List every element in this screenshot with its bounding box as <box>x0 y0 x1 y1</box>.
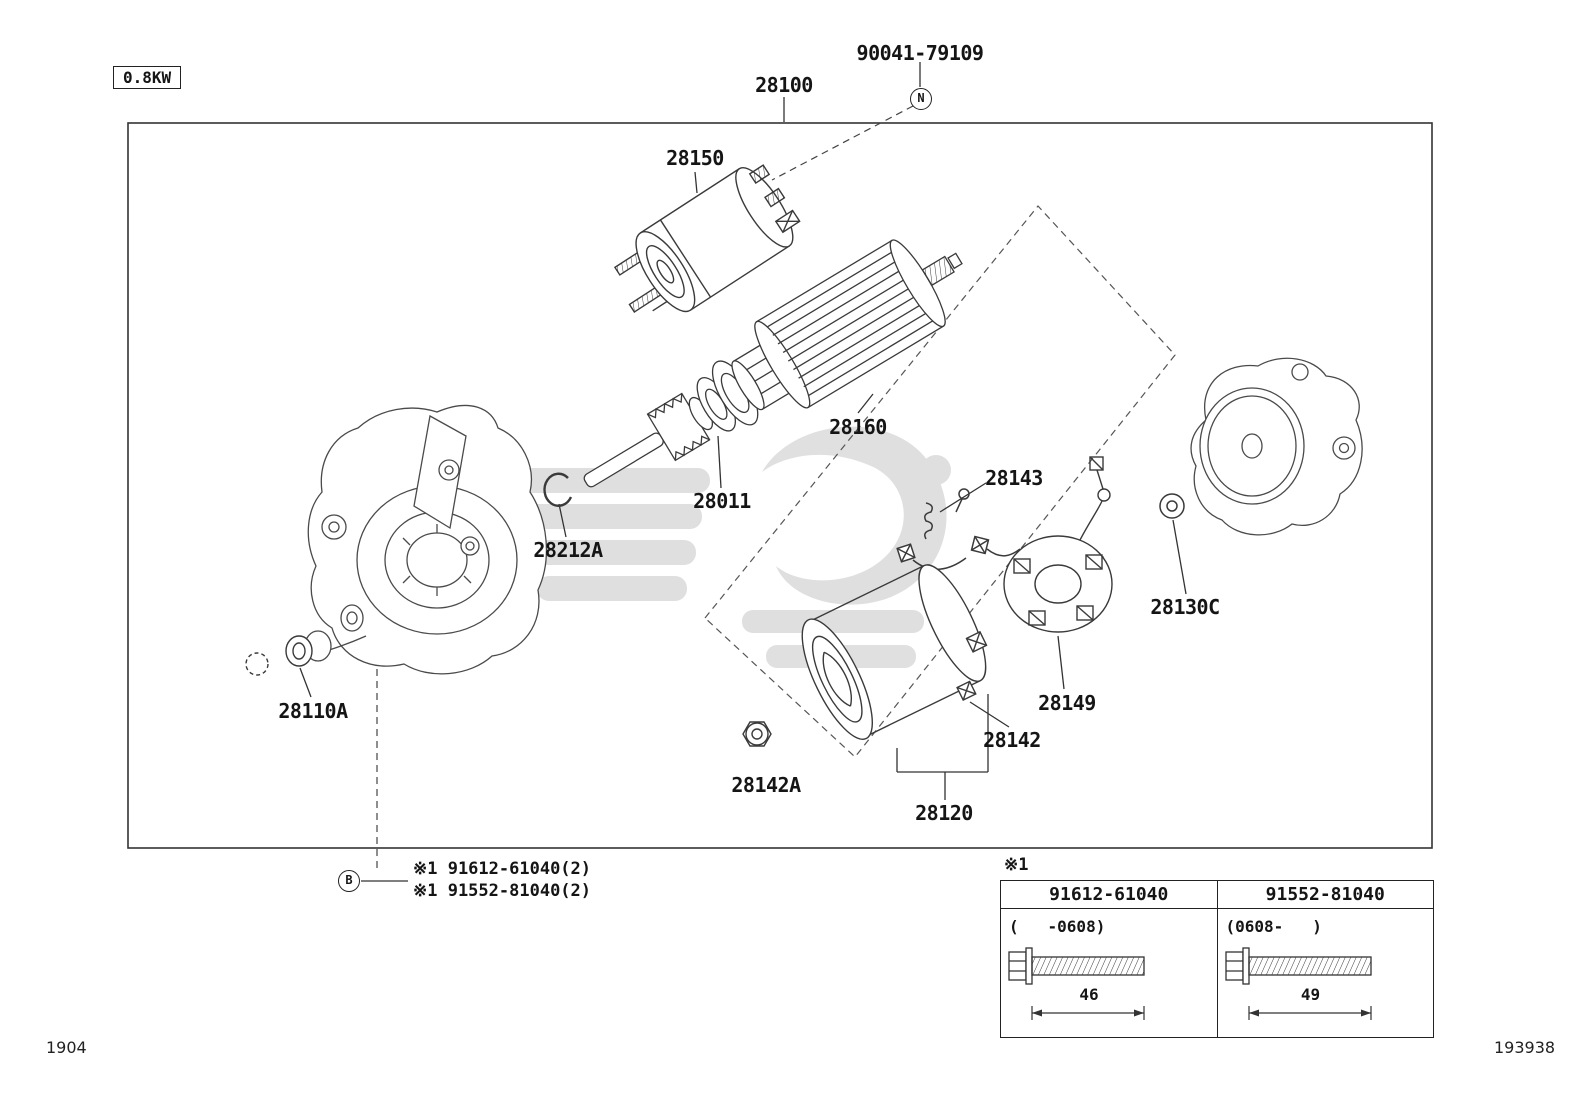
callout-28100: 28100 <box>755 73 813 97</box>
bolt-spec-table: 91612-61040 ( -0608) 46 <box>1000 880 1434 1038</box>
callout-28011: 28011 <box>693 489 751 513</box>
bolt-applicability: ( -0608) <box>1009 917 1106 936</box>
bolt-part-number: 91612-61040 <box>1001 881 1217 909</box>
solenoid-drawing <box>613 164 801 313</box>
bushing-drawing <box>245 635 313 676</box>
circled-b-marker: B <box>338 870 360 892</box>
power-rating-label: 0.8KW <box>123 68 172 87</box>
bolt-part-number: 91552-81040 <box>1217 881 1433 909</box>
power-rating-box: 0.8KW <box>113 66 182 89</box>
leader-lines <box>299 62 1187 882</box>
dashed-leader-lines <box>376 105 914 868</box>
circled-n-marker: N <box>910 88 932 110</box>
bolt-dimension-line <box>1031 1006 1145 1020</box>
dashed-subassembly-box <box>704 205 1176 758</box>
bolt-length-value: 46 <box>1079 985 1099 1004</box>
ref-note-line1: ※1 91612-61040(2) <box>413 859 592 879</box>
bolt-spec-col-2: 91552-81040 (0608- ) 49 <box>1216 881 1433 1037</box>
callout-28149: 28149 <box>1038 691 1096 715</box>
callout-28212A: 28212A <box>533 538 603 562</box>
callout-28142: 28142 <box>983 728 1041 752</box>
callout-28150: 28150 <box>666 146 724 170</box>
bolt-dimension-line <box>1247 1006 1372 1020</box>
brush-holder-drawing <box>1003 456 1113 633</box>
page-number-right: 193938 <box>1494 1038 1556 1057</box>
callout-28143: 28143 <box>985 466 1043 490</box>
callout-28110A: 28110A <box>278 699 348 723</box>
front-housing-drawing <box>304 404 547 675</box>
bolt-drawing <box>1224 947 1372 985</box>
ref-note-line2: ※1 91552-81040(2) <box>413 881 592 901</box>
armature-drawing <box>583 239 963 488</box>
callout-90041-79109: 90041-79109 <box>856 41 984 65</box>
callout-28130C: 28130C <box>1150 595 1220 619</box>
callout-28160: 28160 <box>829 415 887 439</box>
diagram-frame <box>127 122 1433 849</box>
end-cover-drawing <box>1190 357 1363 536</box>
table-ref-mark: ※1 <box>1004 855 1029 875</box>
bolt-drawing <box>1008 947 1145 985</box>
page-number-left: 1904 <box>46 1038 87 1057</box>
bolt-applicability: (0608- ) <box>1225 917 1322 936</box>
snap-ring-drawing <box>543 472 573 507</box>
yoke-drawing <box>801 564 988 740</box>
nut-drawing <box>742 721 772 747</box>
callout-28142A: 28142A <box>731 773 801 797</box>
bolt-spec-col-1: 91612-61040 ( -0608) 46 <box>1001 881 1217 1037</box>
callout-28120: 28120 <box>915 801 973 825</box>
washer-drawing <box>1159 493 1185 519</box>
bolt-length-value: 49 <box>1300 985 1321 1004</box>
